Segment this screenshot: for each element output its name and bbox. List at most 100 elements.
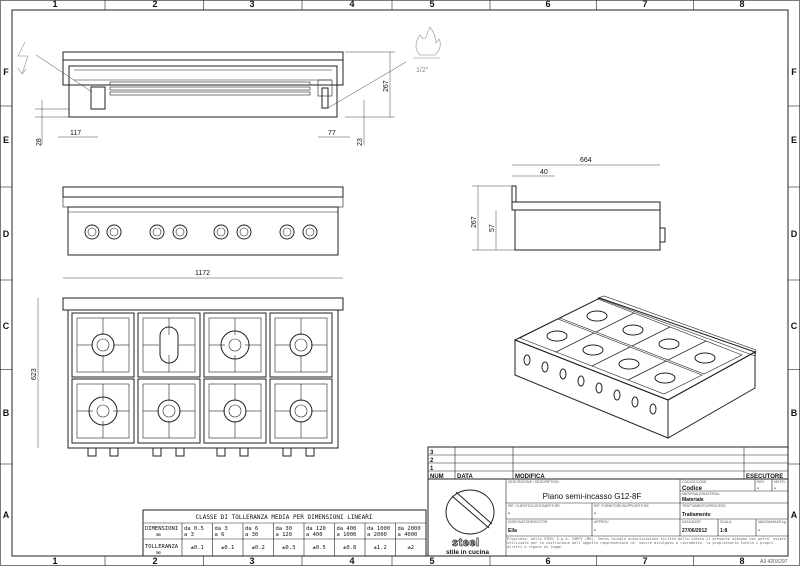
knob-inner [305, 227, 315, 237]
dim-side-height: 267 [471, 216, 478, 228]
column-label-5: 5 [429, 0, 434, 9]
top-knob-1 [87, 447, 97, 457]
date-value: 27/06/2012 [682, 528, 707, 534]
iso-burner [622, 324, 644, 336]
rev-value: - [757, 486, 759, 492]
column-label-2: 2 [152, 556, 157, 566]
column-label-3: 3 [249, 0, 254, 9]
iso-knob-4 [577, 375, 585, 387]
column-label-8: 8 [739, 0, 744, 9]
iso-knobs [523, 354, 657, 415]
column-label-3: 3 [249, 556, 254, 566]
burner-6 [157, 399, 181, 423]
iso-grate [631, 326, 707, 361]
range-to: a 30 [245, 532, 258, 538]
knob-4 [172, 224, 188, 240]
dim-side-lip: 40 [540, 169, 548, 176]
grate-8 [269, 378, 333, 444]
side-knob [659, 227, 666, 243]
grate-2 [137, 312, 201, 378]
iso-burner [658, 338, 680, 350]
top-view: 1172 623 [31, 270, 344, 457]
dim-rear-right-offset: 77 [328, 130, 336, 137]
iso-knob-7 [631, 396, 639, 408]
steel-logo: steel stile in cucina [445, 489, 495, 556]
iso-grate [595, 312, 671, 347]
top-knob-3 [152, 447, 162, 457]
revision-row-3: 3 [430, 450, 434, 456]
dim-side-body: 57 [489, 224, 496, 232]
row-label-E: E [3, 135, 9, 145]
iso-knob-5 [595, 382, 603, 394]
iso-burner [582, 344, 604, 356]
burner-cap [294, 338, 308, 352]
range-from: da 1000 [367, 526, 390, 532]
range-from: da 3 [215, 526, 228, 532]
row-label-A: A [3, 510, 10, 520]
revision-row-2: 2 [430, 458, 434, 464]
dim-rear-left-offset: 117 [70, 130, 81, 137]
dim-side-depth: 664 [580, 157, 592, 164]
range-tolerance: ±2 [407, 545, 414, 551]
range-to: a 2000 [367, 532, 387, 538]
dim-top-depth: 623 [31, 368, 38, 380]
iso-burner [694, 352, 716, 364]
iso-knob-8 [649, 403, 657, 415]
range-tolerance: ±0.2 [252, 545, 265, 551]
range-from: da 2000 [398, 526, 421, 532]
row-label-F: F [3, 67, 9, 77]
grate-1 [71, 312, 135, 378]
description-label: DESCRIZIONE / DESCRIPTION [508, 480, 559, 484]
knob-8 [302, 224, 318, 240]
row-label-A: A [791, 510, 798, 520]
burner-cap [162, 404, 176, 418]
column-label-5: 5 [429, 556, 434, 566]
iso-burner [586, 310, 608, 322]
row-label-D: D [791, 229, 798, 239]
sheet-format: A3 420X297 [760, 559, 788, 565]
grate-4 [269, 312, 333, 378]
column-label-4: 4 [349, 0, 354, 9]
column-label-4: 4 [349, 556, 354, 566]
range-to: a 1000 [337, 532, 357, 538]
top-knob-2 [109, 447, 119, 457]
burner-4 [289, 333, 313, 357]
electric-lightning-icon [17, 41, 29, 75]
drawn-value: Ella [508, 528, 517, 534]
dim-top-width: 1172 [195, 270, 210, 277]
burner-cap [96, 404, 110, 418]
approved-label: APPROV. [594, 520, 609, 524]
supplier-ref-value: - [594, 511, 596, 517]
burner-5 [88, 396, 118, 426]
knob-inner [175, 227, 185, 237]
range-from: da 400 [337, 526, 357, 532]
range-tolerance: ±0.5 [313, 545, 326, 551]
burner-8 [289, 399, 313, 423]
front-knobs [84, 224, 318, 240]
range-tolerance: ±0.3 [282, 545, 295, 551]
material-label: MATERIALE/MATERIAL [682, 492, 720, 496]
knob-7 [279, 224, 295, 240]
legal-notice: Proprieta' dello STEEL S.p.A. CARPI (MO)… [507, 537, 787, 550]
column-label-6: 6 [545, 556, 550, 566]
mass-label: MASSA/MASS kg [758, 520, 786, 524]
tolerance-tol-unit: mm [156, 550, 161, 555]
row-label-C: C [791, 321, 798, 331]
rev-label: REV. [757, 480, 765, 484]
range-from: da 0.5 [184, 526, 204, 532]
iso-grate [559, 298, 635, 333]
burner-cap [228, 404, 242, 418]
column-label-7: 7 [642, 0, 647, 9]
title-block: 3 2 1 NUM DATA MODIFICA ESECUTORE steel … [427, 446, 789, 565]
range-tolerance: ±0.8 [343, 545, 356, 551]
row-label-B: B [791, 408, 798, 418]
code-label: CODICE/CODE [682, 480, 707, 484]
iso-knob-2 [541, 361, 549, 373]
range-to: a 400 [306, 532, 323, 538]
row-label-E: E [791, 135, 797, 145]
header-date: DATA [457, 474, 473, 480]
top-knob-6 [239, 447, 249, 457]
iso-grate [667, 340, 743, 375]
side-view: 664 40 267 57 [471, 157, 666, 251]
logo-tagline: stile in cucina [446, 549, 489, 556]
